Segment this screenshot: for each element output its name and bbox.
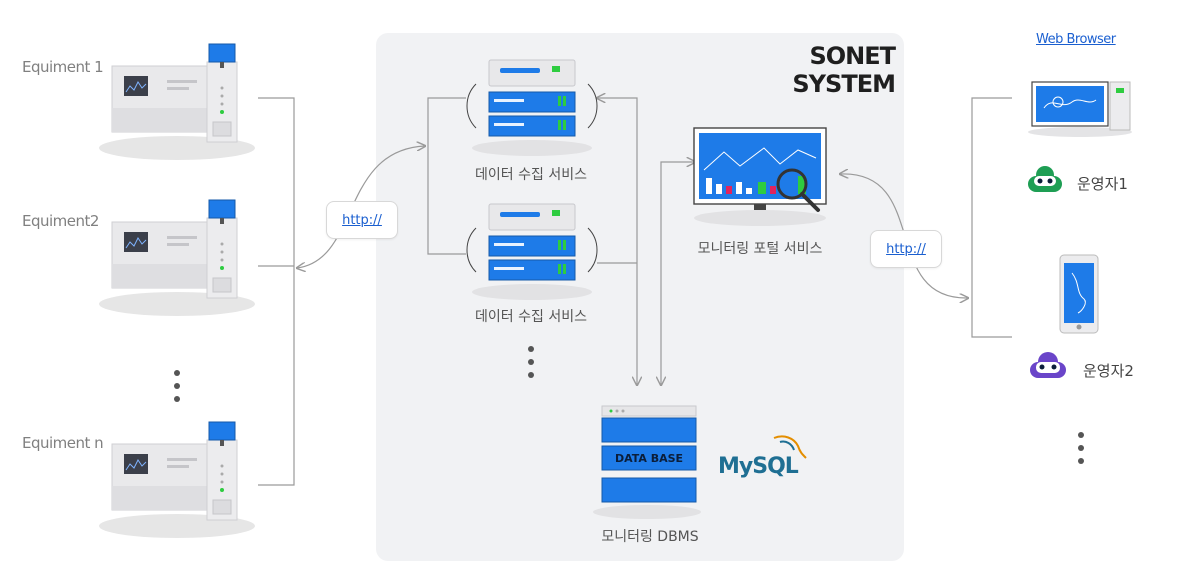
equipment-machine-icon [99,43,255,160]
operator-2-robot-icon [1030,352,1066,378]
equipment-label-n: Equiment n [22,434,104,452]
equipment-machine-icon [99,421,255,538]
equipment-label-2: Equiment2 [22,212,99,230]
mysql-dolphin-icon [773,435,807,459]
collector-server-icon [466,59,598,156]
http-link-left[interactable]: http:// [326,201,398,239]
portal-service-label: 모니터링 포털 서비스 [697,241,823,257]
client-bracket [971,97,1012,338]
more-dots-icon [1078,432,1084,471]
database-label: DATA BASE [614,451,684,465]
system-title: SONET SYSTEM [792,42,896,98]
more-dots-icon [174,370,180,409]
collector-service-label-1: 데이터 수집 서비스 [475,167,587,183]
operator-2-label: 운영자2 [1083,362,1134,380]
dbms-label: 모니터링 DBMS [601,529,699,545]
collector-service-label-2: 데이터 수집 서비스 [475,309,587,325]
mobile-browser-icon [1059,254,1099,334]
database-icon [593,405,701,519]
collector-server-icon [466,203,598,300]
equipment-bracket [258,97,295,486]
operator-1-label: 운영자1 [1077,175,1128,193]
equipment-label-1: Equiment 1 [22,58,104,76]
desktop-browser-icon [1028,81,1132,137]
mysql-logo: MySQL [718,454,799,479]
operator-1-robot-icon [1028,166,1062,192]
web-browser-link[interactable]: Web Browser [1036,32,1116,47]
collector-bracket [427,97,466,255]
http-link-right[interactable]: http:// [870,230,942,268]
equipment-machine-icon [99,199,255,316]
monitoring-portal-icon [693,127,827,226]
more-dots-icon [528,346,534,385]
